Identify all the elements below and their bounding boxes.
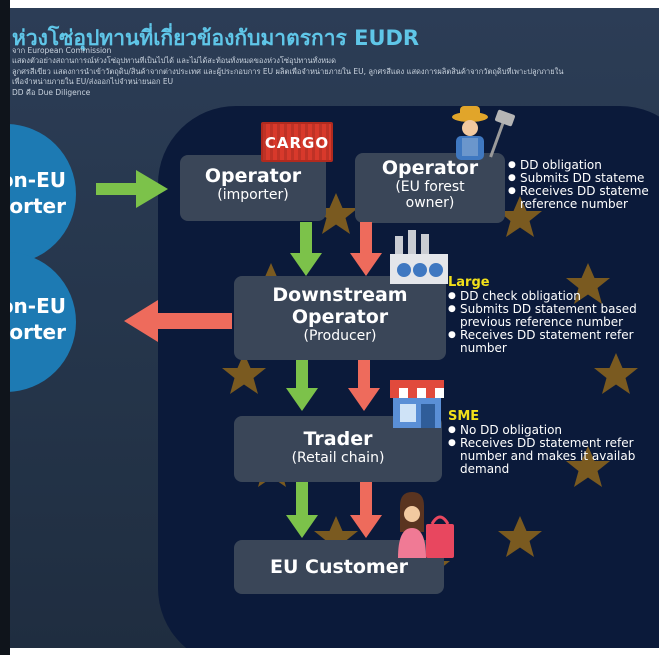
info-bullet: Receives DD stateme [508,185,649,199]
node-title: Operator [381,157,479,179]
info-bullet-continuation: reference number [520,197,628,211]
farmer-icon [452,106,515,160]
green-arrow-down [290,222,322,276]
note-line: DD คือ Due Diligence [12,87,91,97]
info-bullet: Submits DD stateme [508,172,649,186]
node-subtitle: (importer) [217,187,289,203]
red-arrow-down [350,222,382,276]
info-bullet-continuation: number [460,341,507,355]
node-subtitle: owner) [405,195,455,211]
info-bullet: DD check obligation [448,290,637,304]
node-subtitle: (EU forest [395,179,465,195]
slide: ห่วงโซ่อุปทานที่เกี่ยวข้องกับมาตรการ EUD… [8,8,659,648]
operator-importer-node: Operator (importer) [180,155,326,221]
factory-icon [390,230,448,284]
slide-notes: จาก European Commission แสดงตัวอย่างสถาน… [12,46,657,98]
cargo-label: CARGO [264,134,330,152]
info-bullet: Submits DD statement based [448,303,637,317]
large-tag: Large [448,275,490,290]
note-line: แสดงตัวอย่างสถานการณ์ห่วงโซ่อุปทานที่เป็… [12,56,336,66]
circle-label: on-EU [8,168,66,192]
node-title: Downstream [272,284,408,306]
flow-arrows [96,170,382,538]
red-arrow-down [350,482,382,538]
note-line: ลูกศรสีเขียว แสดงการนำเข้าวัตถุดิบ/สินค้… [12,66,564,76]
green-arrow-down [286,360,318,411]
operator-info: DD obligation Submits DD stateme Receive… [508,159,649,211]
info-bullet: Receives DD statement refer [448,329,637,343]
large-info: Large DD check obligation Submits DD sta… [448,276,637,355]
info-bullet: No DD obligation [448,424,635,438]
cargo-container-icon: CARGO [261,122,333,162]
slide-title: ห่วงโซ่อุปทานที่เกี่ยวข้องกับมาตรการ EUD… [12,26,420,50]
left-edge-strip [0,0,10,655]
downstream-operator-node: Downstream Operator (Producer) [234,276,446,360]
note-line: เพื่อจำหน่ายภายใน EU/ส่งออกไปจำหน่ายนอก … [12,77,174,87]
info-bullet-continuation: previous reference number [460,315,624,329]
info-bullet: Receives DD statement refer [448,437,635,451]
note-line: จาก European Commission [12,46,112,55]
red-arrow-left [124,300,232,342]
node-title: Operator [291,306,389,328]
sme-tag: SME [448,409,480,424]
circle-label: porter [8,320,66,344]
info-bullet: DD obligation [508,159,649,173]
shopper-icon [398,492,454,558]
shop-icon [390,380,444,428]
green-arrow-down [286,482,318,538]
non-eu-exporter-circle-top: on-EU porter [8,124,76,264]
node-title: Operator [204,165,302,187]
circle-label: on-EU [8,294,66,318]
info-bullet-continuation: demand [460,462,510,476]
trader-node: Trader (Retail chain) [234,416,442,482]
circle-label: porter [8,194,66,218]
sme-info: SME No DD obligation Receives DD stateme… [448,410,635,476]
red-arrow-down [348,360,380,411]
node-subtitle: (Producer) [303,328,377,344]
info-bullet-continuation: number and makes it availab [460,449,636,463]
node-subtitle: (Retail chain) [291,450,385,466]
node-title: EU Customer [270,556,408,578]
green-arrow-right [96,170,168,208]
node-title: Trader [303,428,373,450]
cargo-stripes [263,124,331,160]
operator-forest-owner-node: Operator (EU forest owner) [355,153,505,223]
